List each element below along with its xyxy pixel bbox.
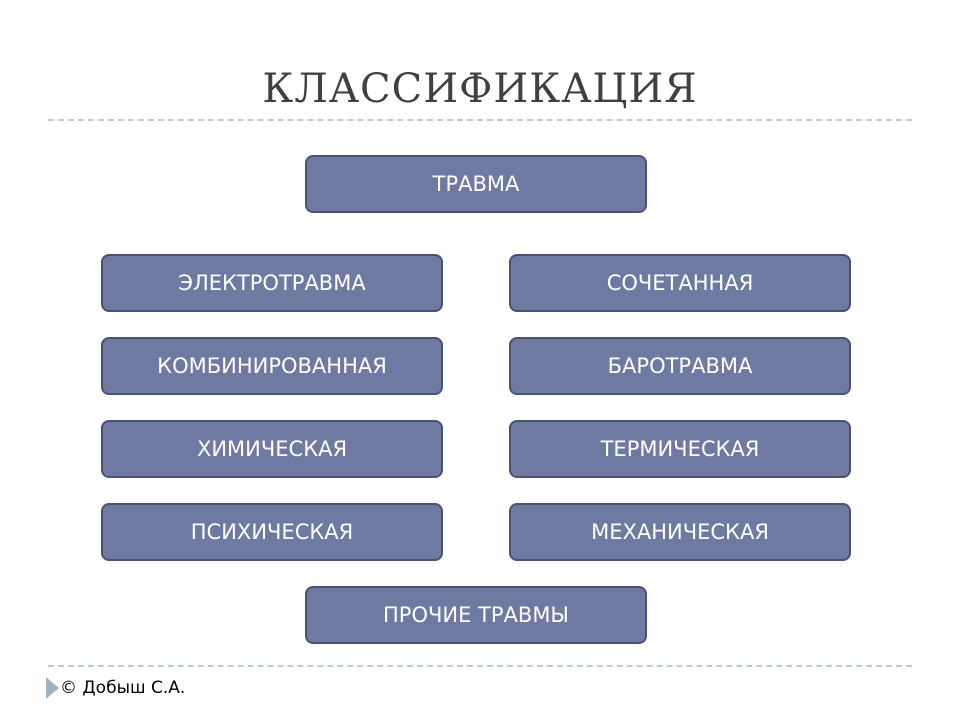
footer-credit: © Добыш С.А. xyxy=(60,678,186,698)
node-right-1: СОЧЕТАННАЯ xyxy=(509,254,851,312)
triangle-bullet-icon xyxy=(46,677,59,699)
node-left-3: ХИМИЧЕСКАЯ xyxy=(101,420,443,478)
title-divider xyxy=(48,119,912,121)
node-right-4: МЕХАНИЧЕСКАЯ xyxy=(509,503,851,561)
node-root: ТРАВМА xyxy=(305,155,647,213)
node-left-1: ЭЛЕКТРОТРАВМА xyxy=(101,254,443,312)
node-right-2: БАРОТРАВМА xyxy=(509,337,851,395)
footer-divider xyxy=(48,665,912,667)
node-bottom: ПРОЧИЕ ТРАВМЫ xyxy=(305,586,647,644)
node-left-2: КОМБИНИРОВАННАЯ xyxy=(101,337,443,395)
slide-title: КЛАССИФИКАЦИЯ xyxy=(262,66,698,112)
footer: © Добыш С.А. xyxy=(46,676,185,700)
node-left-4: ПСИХИЧЕСКАЯ xyxy=(101,503,443,561)
node-right-3: ТЕРМИЧЕСКАЯ xyxy=(509,420,851,478)
